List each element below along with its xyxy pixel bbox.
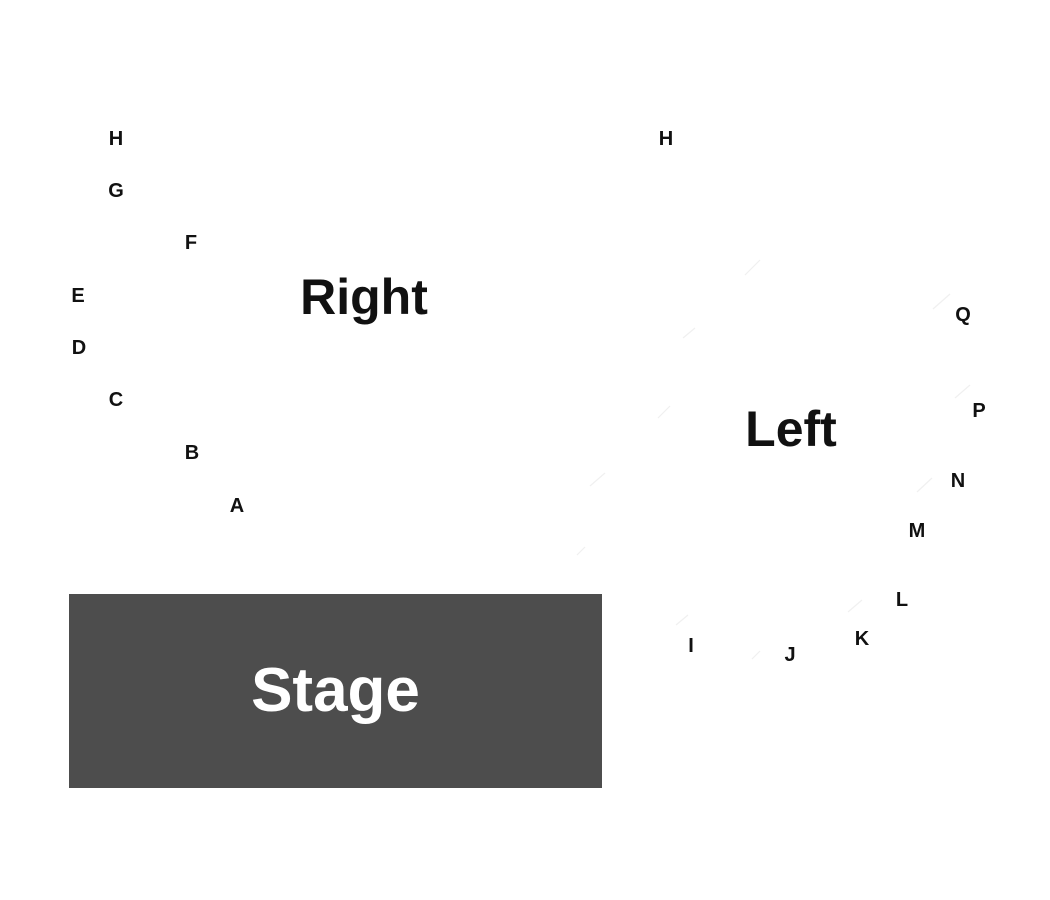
- left-row-p[interactable]: P: [972, 400, 986, 422]
- stage-label: Stage: [251, 656, 420, 725]
- right-row-b[interactable]: B: [184, 442, 200, 464]
- left-row-i[interactable]: I: [688, 635, 694, 657]
- left-row-k[interactable]: K: [854, 628, 870, 650]
- left-row-j[interactable]: J: [784, 644, 796, 666]
- left-row-n[interactable]: N: [950, 470, 966, 492]
- left-row-m[interactable]: M: [908, 520, 926, 542]
- right-row-h[interactable]: H: [108, 128, 124, 150]
- left-row-h[interactable]: H: [658, 128, 674, 150]
- left-row-q[interactable]: Q: [955, 304, 971, 326]
- right-row-a[interactable]: A: [229, 495, 245, 517]
- section-right-label[interactable]: Right: [300, 269, 428, 325]
- left-row-l[interactable]: L: [895, 589, 909, 611]
- stage: Stage: [69, 594, 602, 788]
- right-row-d[interactable]: D: [71, 337, 87, 359]
- right-row-c[interactable]: C: [108, 389, 124, 411]
- section-left-label[interactable]: Left: [745, 401, 837, 457]
- right-row-e[interactable]: E: [71, 285, 85, 307]
- right-row-g[interactable]: G: [108, 180, 124, 202]
- right-row-f[interactable]: F: [184, 232, 198, 254]
